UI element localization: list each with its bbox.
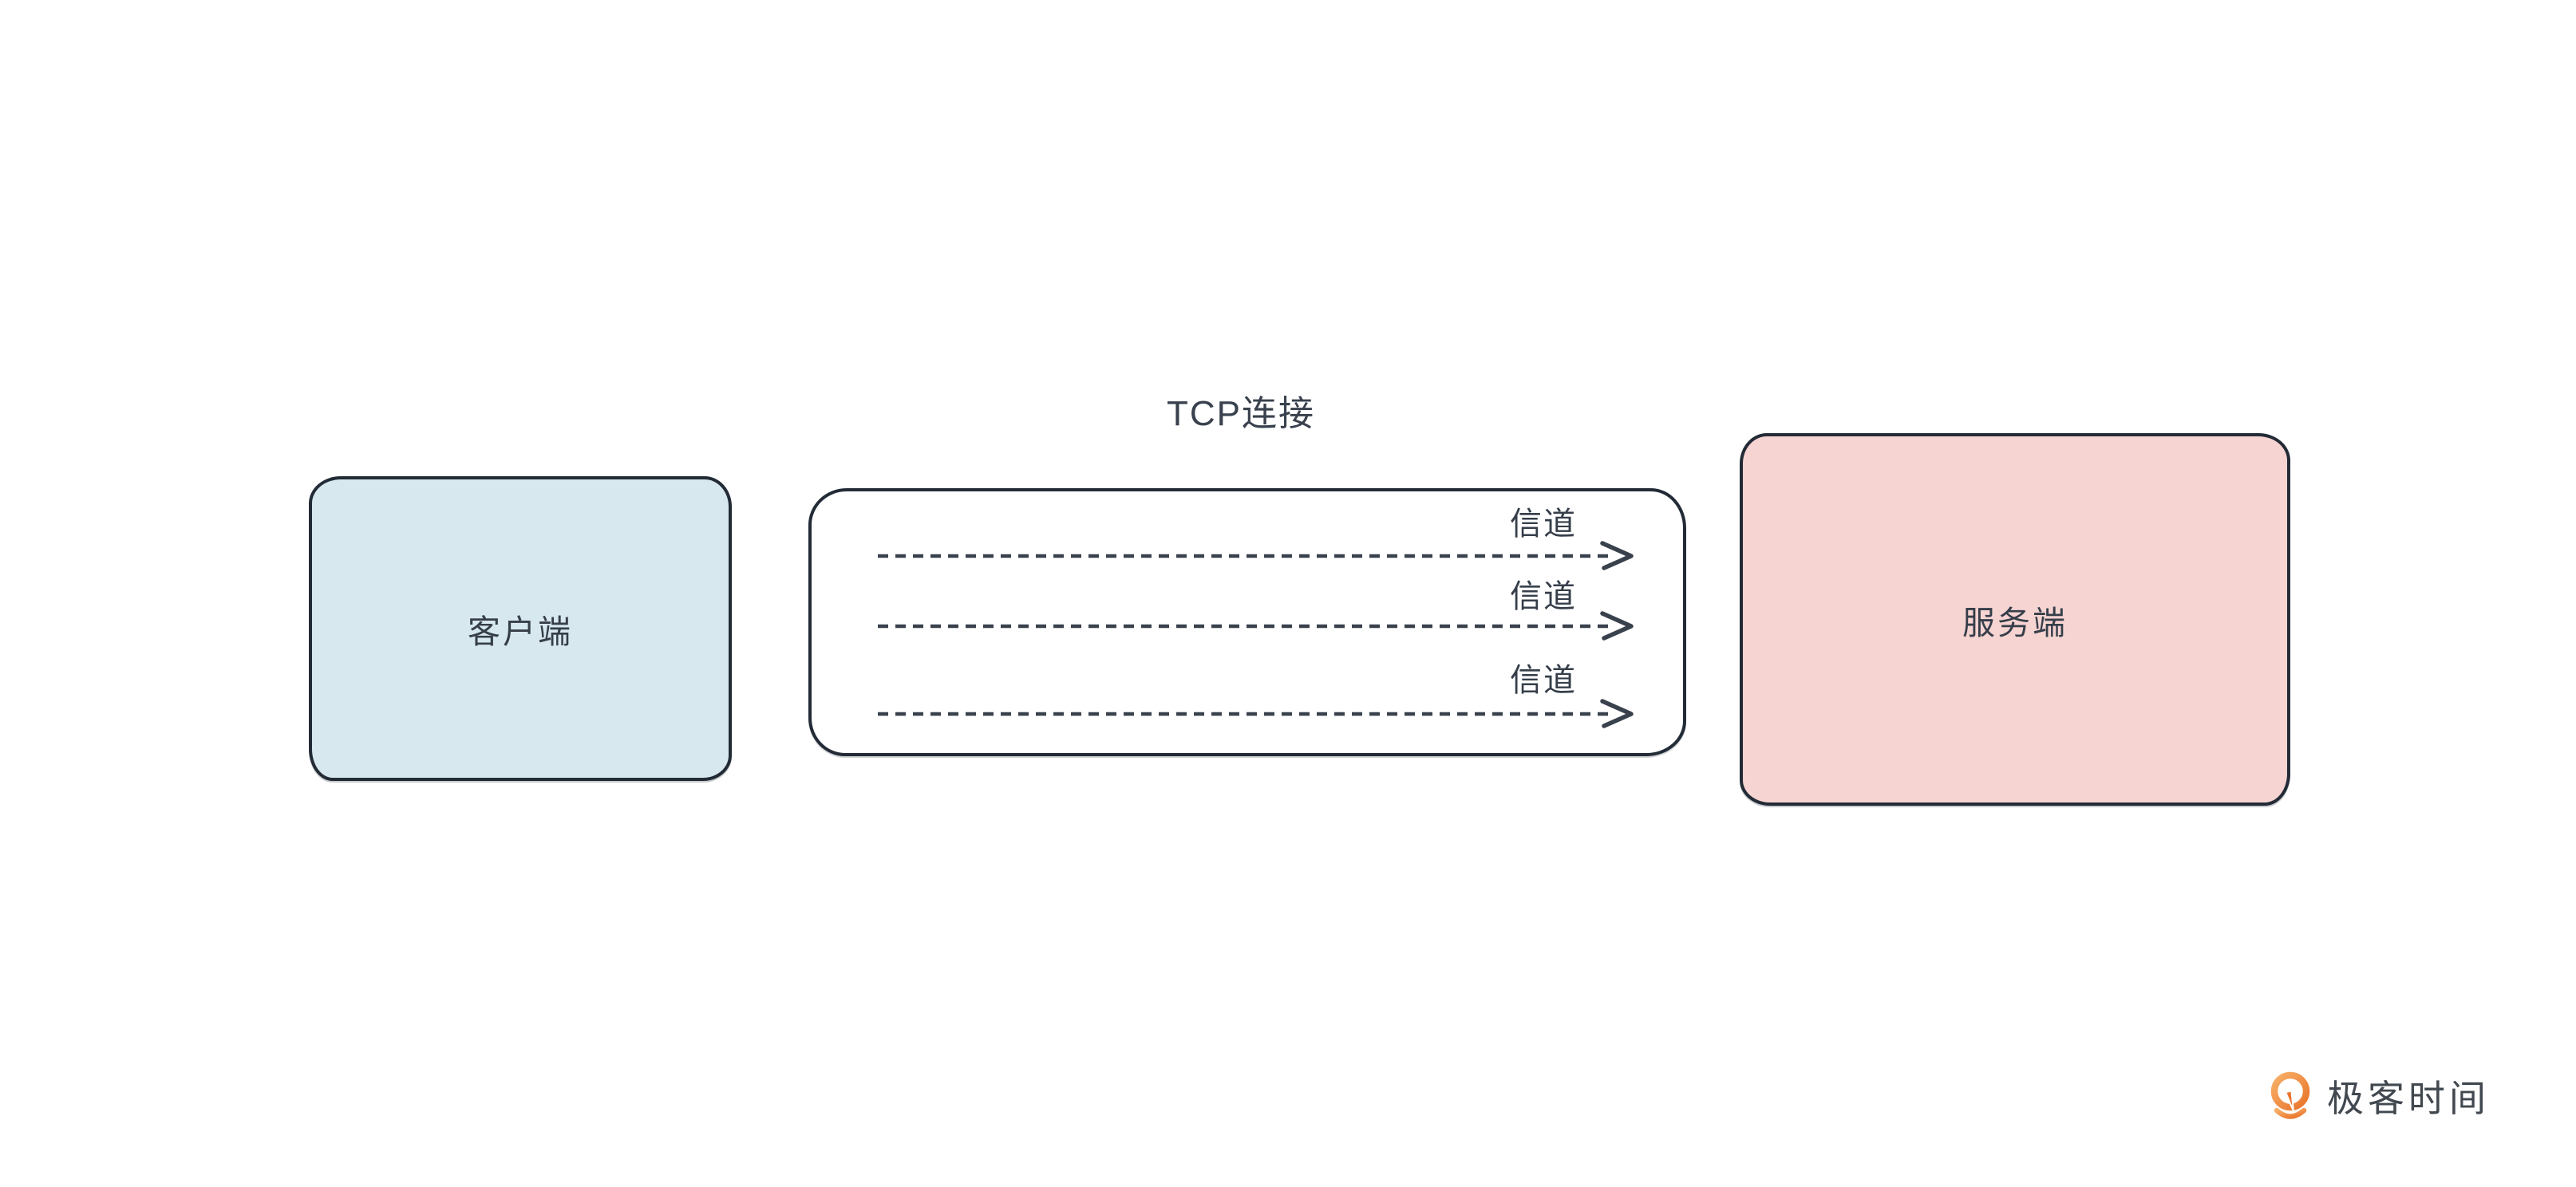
channel-arrow bbox=[878, 611, 1634, 641]
channel-arrow bbox=[878, 541, 1634, 570]
tcp-connection-box: 信道 信道 信道 bbox=[808, 488, 1686, 756]
channel-arrowhead-icon bbox=[1600, 611, 1634, 641]
client-node-label: 客户端 bbox=[468, 613, 573, 650]
channel-label: 信道 bbox=[1505, 570, 1582, 617]
client-node: 客户端 bbox=[309, 476, 732, 781]
channel-arrowhead-icon bbox=[1600, 699, 1634, 728]
tcp-connection-title: TCP连接 bbox=[1167, 394, 1315, 433]
server-node-label: 服务端 bbox=[1962, 604, 2068, 641]
server-node: 服务端 bbox=[1740, 433, 2290, 806]
geektime-brand-text: 极客时间 bbox=[2327, 1078, 2490, 1119]
channel-label: 信道 bbox=[1505, 498, 1582, 544]
channel-arrows bbox=[878, 541, 1634, 728]
channel-arrowhead-icon bbox=[1600, 541, 1634, 570]
channel-arrow bbox=[878, 699, 1634, 728]
geektime-watermark: 极客时间 bbox=[2266, 1067, 2490, 1125]
channel-label: 信道 bbox=[1505, 654, 1582, 700]
geektime-logo-icon bbox=[2270, 1071, 2310, 1119]
